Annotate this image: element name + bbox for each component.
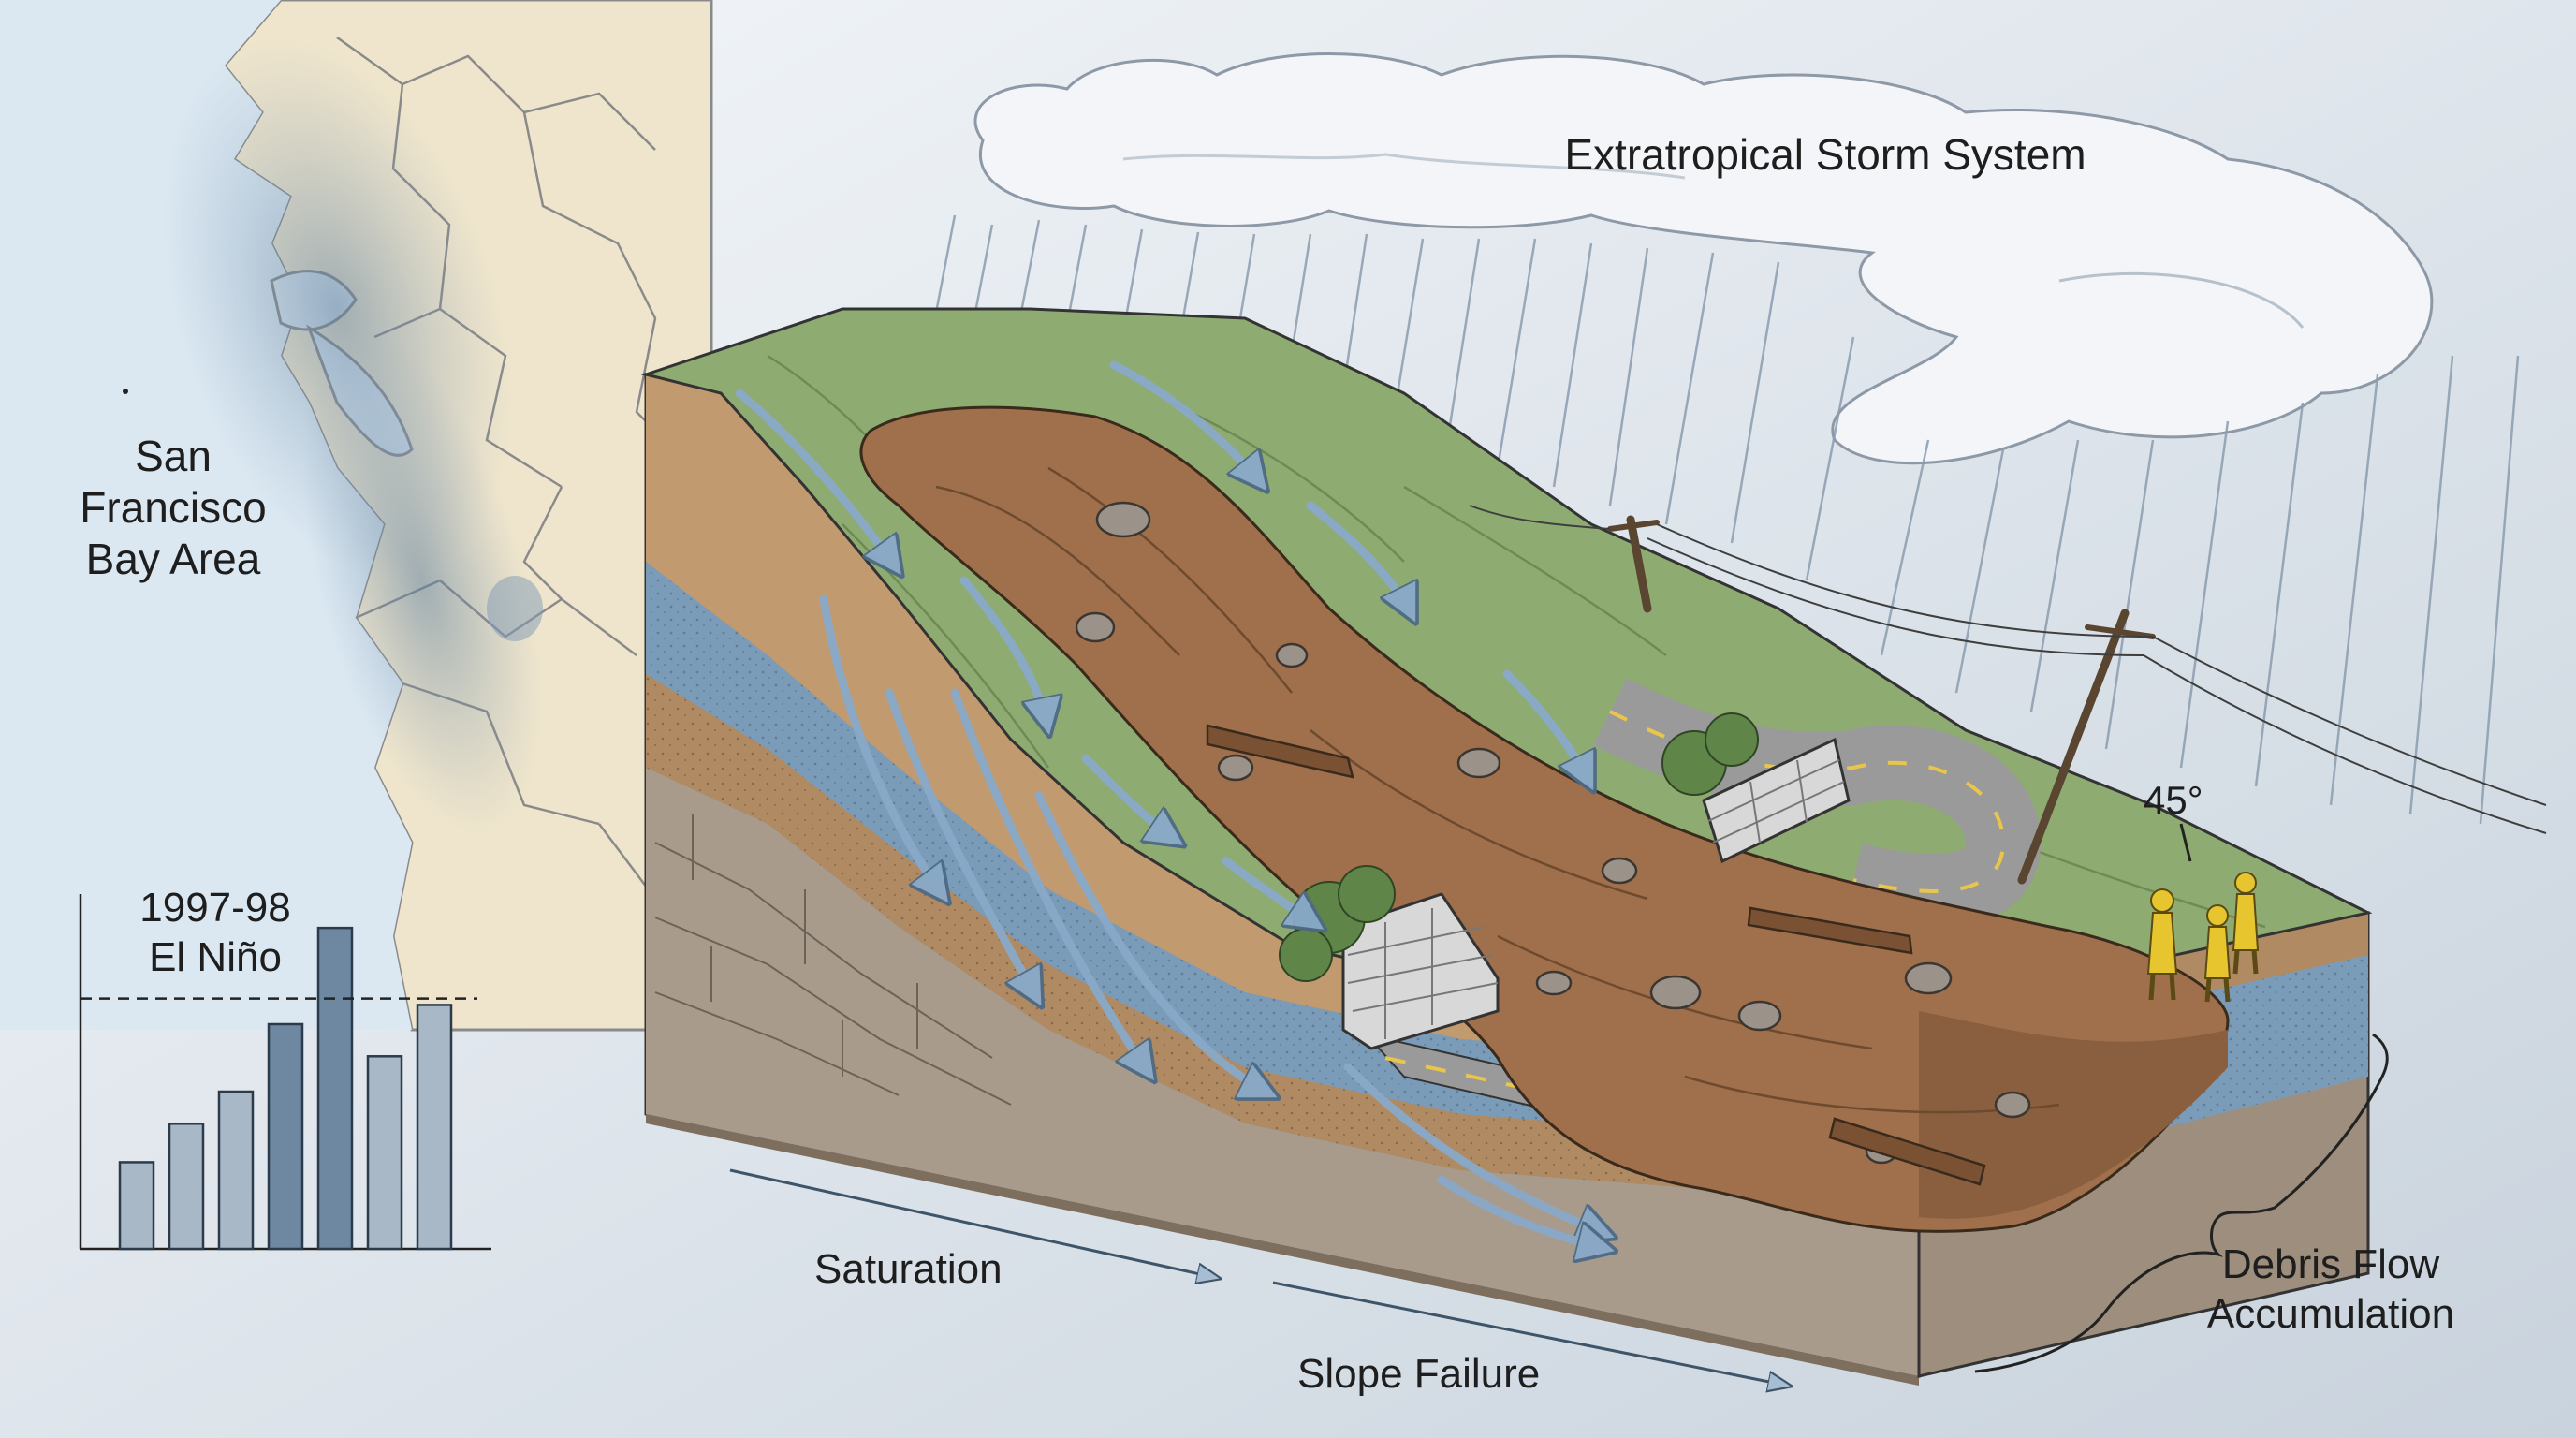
saturation-label: Saturation xyxy=(814,1246,1003,1292)
debris-flow-label-line2: Accumulation xyxy=(2206,1290,2455,1337)
region-label: San Francisco Bay Area xyxy=(19,431,328,586)
process-arrows xyxy=(729,1168,1788,1386)
debris-flow-label-line1: Debris Flow xyxy=(2221,1241,2440,1287)
retaining-wall-lower xyxy=(1341,892,1500,1050)
terrain-block xyxy=(640,307,2547,1386)
chart-bar xyxy=(416,1004,453,1251)
chart-bar xyxy=(168,1123,205,1251)
field-workers xyxy=(2146,872,2260,1003)
storm-system-label: Extratropical Storm System xyxy=(1564,130,2086,179)
slope-failure-arrow xyxy=(1272,1281,1788,1386)
region-label-line3: Bay Area xyxy=(85,535,261,584)
chart-bars xyxy=(118,926,453,1251)
chart-bar xyxy=(217,1090,255,1251)
el-nino-bar-chart xyxy=(79,894,491,1251)
chart-bar xyxy=(267,1022,304,1251)
chart-bar xyxy=(366,1055,403,1251)
storm-cloud xyxy=(973,52,2434,465)
angle-pointer xyxy=(2179,823,2192,862)
rain-streaks xyxy=(929,214,2520,825)
bay-area-map xyxy=(0,0,713,1032)
el-nino-label-line2: El Niño xyxy=(149,933,282,980)
debris-bracket xyxy=(1974,1033,2389,1373)
debris-flow-label: Debris Flow Accumulation xyxy=(2144,1240,2518,1340)
el-nino-label-line1: 1997-98 xyxy=(139,885,291,931)
region-label-line1: San xyxy=(135,432,212,480)
water-flow-arrows xyxy=(735,360,1610,1250)
el-nino-label: 1997-98 El Niño xyxy=(94,884,337,983)
retaining-wall-upper xyxy=(1702,737,1851,864)
slope-angle-label: 45° xyxy=(2144,778,2203,822)
region-label-line2: Francisco xyxy=(80,483,267,533)
chart-bar xyxy=(118,1161,155,1251)
saturation-arrow xyxy=(729,1168,1217,1278)
chart-bar xyxy=(316,926,354,1251)
slope-failure-label: Slope Failure xyxy=(1297,1351,1541,1397)
